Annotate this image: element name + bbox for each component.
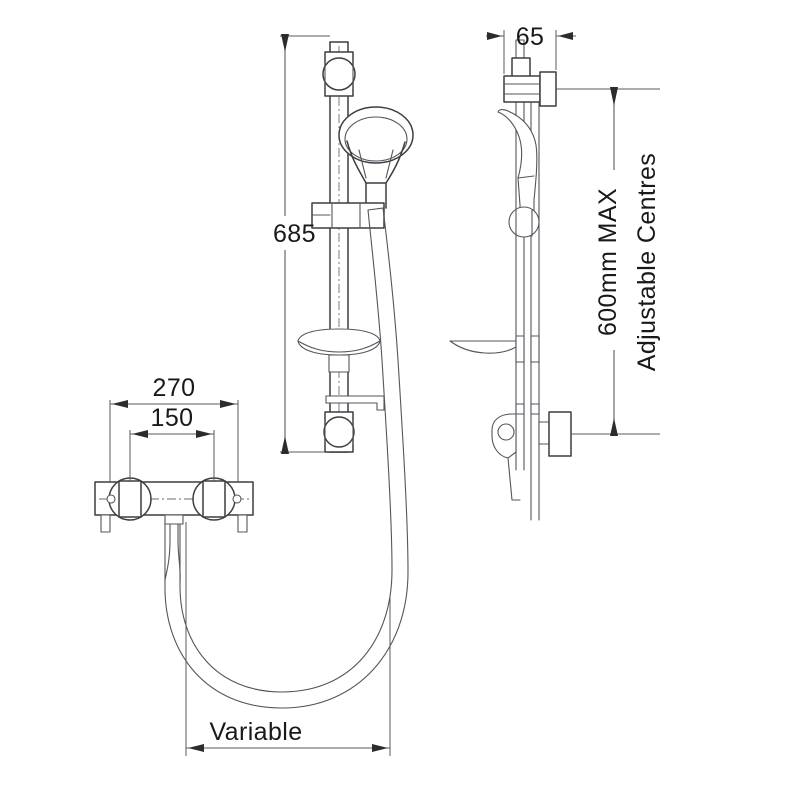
mixer-hose-exit — [164, 539, 181, 583]
bottom-rail-bracket-side — [491, 411, 572, 501]
right-handle-hub — [192, 477, 242, 521]
dimension-variable-label: Variable — [209, 718, 302, 746]
lower-clip — [325, 395, 385, 411]
shower-handset-head — [338, 106, 414, 209]
right-inlet-leg — [237, 514, 248, 533]
dimension-65-label: 65 — [516, 23, 545, 51]
left-handle-hub — [106, 477, 152, 521]
handset-holder-side — [508, 206, 540, 238]
dimension-150: 150 — [129, 404, 215, 482]
soap-dish-side — [449, 335, 540, 363]
bottom-rail-bracket — [323, 411, 355, 453]
dimension-150-label: 150 — [151, 404, 194, 432]
flexible-hose — [164, 207, 409, 709]
side-view-group — [449, 39, 572, 521]
mixer-valve-group — [94, 477, 254, 583]
shower-handset-side — [497, 109, 538, 223]
lower-clip-side — [515, 403, 540, 415]
dimension-270-label: 270 — [153, 374, 196, 402]
top-rail-bracket-side — [503, 57, 557, 107]
dimension-270: 270 — [109, 374, 239, 482]
dimension-600mm-max-label: 600mm MAX — [594, 188, 622, 336]
dimension-685-label: 685 — [273, 220, 316, 248]
dimension-65: 65 — [486, 23, 576, 74]
top-rail-bracket — [322, 51, 356, 97]
front-view-group — [164, 41, 414, 709]
dimension-variable: Variable — [185, 522, 391, 756]
handset-holder — [311, 202, 385, 229]
adjustable-centres-label: Adjustable Centres — [633, 153, 661, 371]
riser-rail-side — [515, 39, 540, 521]
soap-dish — [297, 328, 381, 373]
outlet-connector — [164, 514, 184, 541]
dimension-600mm-max: 600mm MAX Adjustable Centres — [556, 87, 661, 436]
dimension-685: 685 — [262, 34, 330, 454]
riser-rail — [329, 41, 349, 453]
left-inlet-leg — [100, 514, 111, 533]
